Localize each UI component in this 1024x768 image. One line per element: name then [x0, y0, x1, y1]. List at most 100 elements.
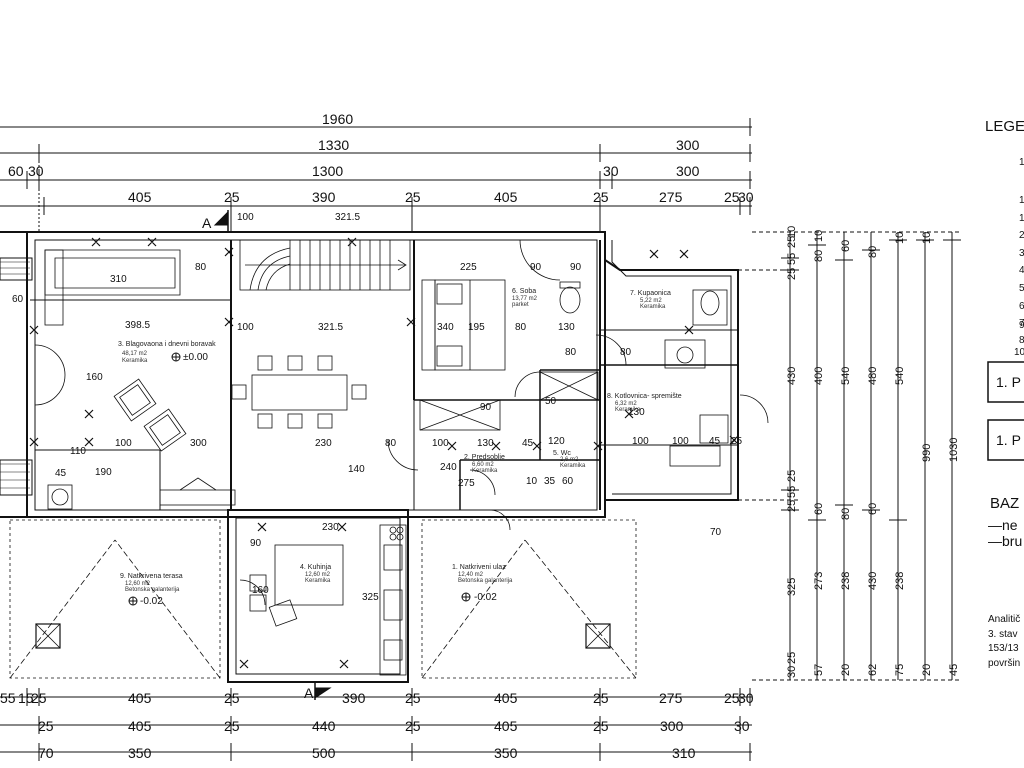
dim-225: 225 — [460, 262, 477, 273]
legend-line-2: —bru — [988, 533, 1022, 549]
dim-120: 120 — [548, 436, 565, 447]
rdim-10a: 10 — [786, 226, 798, 238]
dim-25e: 25 — [731, 436, 743, 447]
bdim2-405a: 405 — [128, 718, 152, 734]
bdim2-25c: 25 — [405, 718, 421, 734]
dim-230a: 230 — [315, 438, 332, 449]
rdim3-60: 60 — [840, 240, 852, 252]
dim-300: 300 — [676, 137, 700, 153]
dim-10: 10 — [526, 476, 538, 487]
dim-45b: 45 — [522, 438, 534, 449]
room-7-floor: Keramika — [640, 304, 666, 310]
dim-1960: 1960 — [322, 111, 353, 127]
bdim-25d: 25 — [593, 690, 609, 706]
rdim5-10: 10 — [894, 232, 906, 244]
dim-160b: 160 — [86, 372, 103, 383]
legend-box-1 — [987, 361, 1024, 403]
dim-1300: 1300 — [312, 163, 343, 179]
room-2-label: 2. Predsoblje — [464, 454, 505, 461]
room-6-floor: parket — [512, 302, 529, 308]
dim-100f: 100 — [672, 436, 689, 447]
dim-70: 70 — [710, 527, 722, 538]
bdim2-30: 30 — [734, 718, 750, 734]
room-4-area: 12,60 m2 — [305, 572, 331, 578]
legend-note-3: 153/13 — [988, 643, 1019, 654]
legend-num-5: 5 — [1019, 283, 1024, 294]
room-2-floor: Keramika — [472, 468, 498, 474]
bdim-30a: 30 — [738, 690, 754, 706]
dim-30: 30 — [28, 163, 44, 179]
dim-275: 275 — [659, 189, 683, 205]
room-5-label: 5. Wc — [553, 450, 571, 457]
bdim-275: 275 — [659, 690, 683, 706]
dim-80a: 80 — [515, 322, 527, 333]
room-9-level: -0.02 — [140, 596, 163, 607]
rdim3-80: 80 — [840, 508, 852, 520]
dim-100d: 100 — [432, 438, 449, 449]
dim-230b: 230 — [322, 522, 339, 533]
bottom-dimension-lines — [0, 688, 752, 761]
rdim2-10: 10 — [813, 230, 825, 242]
room-7-label: 7. Kupaonica — [630, 290, 671, 297]
dim-90d: 90 — [480, 402, 492, 413]
bottom-dimension-labels: 55 15 25 405 25 390 25 405 25 275 25 30 … — [0, 690, 754, 761]
bdim3-350a: 350 — [128, 745, 152, 761]
level-markers — [128, 352, 471, 606]
dim-100c: 100 — [115, 438, 132, 449]
bdim3-350b: 350 — [494, 745, 518, 761]
room-9-label: 9. Natkrivena terasa — [120, 573, 183, 580]
top-dimension-labels: 1960 1330 300 60 30 1300 30 300 405 25 3… — [8, 111, 754, 205]
dim-25b: 25 — [405, 189, 421, 205]
rdim-25e: 25 — [786, 652, 798, 664]
legend-box-2 — [987, 419, 1024, 461]
dim-405b: 405 — [494, 189, 518, 205]
interior-ticks — [29, 237, 739, 669]
room-3-label: 3. Blagovaona i dnevni boravak — [118, 341, 216, 348]
room-3-level: ±0.00 — [183, 352, 208, 363]
dim-275: 275 — [458, 478, 475, 489]
rdim4-430: 430 — [867, 572, 879, 590]
dim-398-5: 398.5 — [125, 320, 150, 331]
dim-321-5b: 321.5 — [318, 322, 343, 333]
dim-190: 190 — [95, 467, 112, 478]
rdim7-20: 20 — [921, 664, 933, 676]
room-9-area: 12,60 m2 — [125, 581, 151, 587]
dim-80e: 80 — [620, 347, 632, 358]
terrace-outlines — [9, 519, 637, 679]
bdim2-25d: 25 — [593, 718, 609, 734]
dim-300b: 300 — [676, 163, 700, 179]
bdim-25b: 25 — [224, 690, 240, 706]
rdim4-60: 60 — [867, 503, 879, 515]
legend-num-10: 10 — [1014, 347, 1024, 358]
rdim4-80: 80 — [867, 246, 879, 258]
dim-300: 300 — [190, 438, 207, 449]
furniture — [44, 249, 729, 676]
right-dimension-labels: 25 55 25 10 430 25 55 25 325 30 25 10 80… — [786, 226, 960, 678]
legend-num-1a: 1 — [1019, 157, 1024, 168]
room-3-area: 48,17 m2 — [122, 351, 148, 357]
legend-box-2-text: 1. P — [996, 432, 1021, 448]
rdim7-45: 45 — [948, 664, 960, 676]
bdim2-440: 440 — [312, 718, 336, 734]
room-3-floor: Keramika — [122, 358, 148, 364]
legend-note-4: površin — [988, 658, 1020, 669]
dim-35: 35 — [544, 476, 556, 487]
rdim2-60: 60 — [813, 503, 825, 515]
legend-line-1: —ne — [988, 517, 1018, 533]
bdim-405b: 405 — [494, 690, 518, 706]
top-dimension-lines — [0, 118, 752, 232]
dim-310: 310 — [110, 274, 127, 285]
dim-80b: 80 — [385, 438, 397, 449]
dim-60b: 60 — [12, 294, 24, 305]
rdim-55b: 55 — [786, 486, 798, 498]
room-7-area: 5,22 m2 — [640, 298, 662, 304]
dim-25d: 25 — [724, 189, 740, 205]
staircase — [239, 239, 411, 291]
legend-title: LEGE — [985, 118, 1024, 135]
room-4-floor: Keramika — [305, 578, 331, 584]
dim-405a: 405 — [128, 189, 152, 205]
bdim3-310: 310 — [672, 745, 696, 761]
dim-195: 195 — [468, 322, 485, 333]
section-marker-bottom: A — [304, 685, 314, 701]
room-labels: 3. Blagovaona i dnevni boravak 48,17 m2 … — [118, 288, 682, 607]
